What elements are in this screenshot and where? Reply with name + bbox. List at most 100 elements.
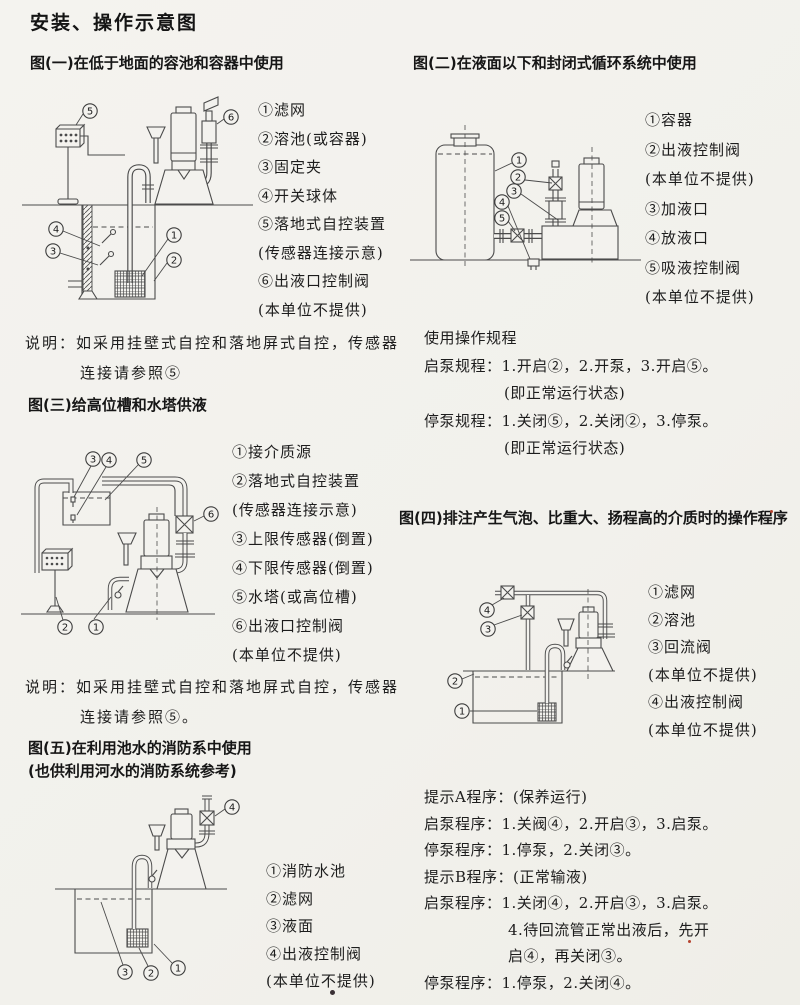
- svg-text:2: 2: [148, 969, 154, 980]
- suction-pipe: [127, 164, 154, 283]
- marker-1: 1: [170, 960, 186, 976]
- sensor-plugs: [99, 228, 117, 266]
- legend-item: ③上限传感器(倒置): [232, 530, 374, 548]
- legend-item: (本单位不提供): [232, 646, 342, 664]
- return-valve: [520, 605, 535, 620]
- procedure-line: 启泵程序：1.关阀④，2.开启③，3.启泵。: [424, 814, 718, 833]
- filler-assembly: [545, 160, 566, 226]
- pump: [557, 589, 614, 679]
- elevated-tank: [62, 491, 111, 526]
- marker-3: 3: [117, 964, 133, 980]
- riser-pipe: [34, 478, 74, 573]
- procedure-line: 提示A程序：(保养运行): [424, 788, 588, 806]
- suction-pipe: [131, 854, 153, 929]
- svg-text:6: 6: [208, 510, 214, 521]
- marker-1: 1: [511, 152, 527, 168]
- page-title: 安装、操作示意图: [30, 12, 199, 34]
- figure1-legend: ①滤网 ②溶池(或容器) ③固定夹 ④开关球体 ⑤落地式自控装置 (传感器连接示…: [258, 96, 386, 324]
- svg-text:5: 5: [141, 456, 147, 467]
- svg-text:1: 1: [171, 231, 177, 242]
- sensor-wire: [80, 135, 125, 156]
- legend-item: ①容器: [645, 111, 694, 129]
- marker-3: 3: [480, 621, 496, 637]
- figure3-note: 说明：如采用挂壁式自控和落地屏式自控，传感器 连接请参照⑤。: [25, 672, 399, 732]
- legend-item: ②溶池(或容器): [258, 129, 368, 148]
- marker-1: 1: [166, 227, 182, 243]
- outlet-valve: [175, 515, 194, 534]
- pump: [146, 106, 214, 205]
- legend-item: ③固定夹: [258, 158, 323, 176]
- procedure-line: 启④，再关闭③。: [508, 947, 633, 965]
- legend-item: ②溶池: [648, 610, 697, 629]
- rule-line: 停泵规程：1.关闭⑤，2.关闭②，3.停泵。: [424, 411, 718, 430]
- svg-text:2: 2: [452, 677, 458, 688]
- legend-item: ①滤网: [648, 583, 697, 601]
- rule-line: (即正常运行状态): [504, 384, 626, 402]
- container-tank: [435, 125, 495, 267]
- figure5-caption-line1: 图(五)在利用池水的消防系中使用: [28, 739, 252, 757]
- figure4-procedures: 提示A程序：(保养运行) 启泵程序：1.关阀④，2.开启③，3.启泵。 停泵程序…: [424, 784, 718, 996]
- figure3-caption: 图(三)给高位槽和水塔供液: [28, 396, 207, 414]
- marker-3: 3: [506, 183, 522, 199]
- svg-text:4: 4: [229, 803, 235, 814]
- svg-text:4: 4: [106, 456, 112, 467]
- marker-2: 2: [447, 673, 463, 689]
- marker-2: 2: [143, 965, 159, 981]
- figure3-diagram: 3 4 5 6 2 1: [21, 451, 219, 635]
- svg-text:3: 3: [50, 247, 56, 258]
- svg-text:3: 3: [122, 968, 128, 979]
- legend-item: (本单位不提供): [258, 300, 368, 319]
- marker-6: 6: [203, 506, 219, 522]
- pump-base-box: [541, 225, 619, 260]
- svg-text:6: 6: [228, 113, 234, 124]
- marker-2: 2: [166, 252, 182, 268]
- legend-item: ⑥出液口控制阀: [232, 617, 345, 635]
- marker-1: 1: [88, 619, 104, 635]
- marker-2: 2: [57, 619, 73, 635]
- svg-text:2: 2: [515, 173, 521, 184]
- svg-text:3: 3: [511, 187, 517, 198]
- suction-control-valve: [510, 228, 525, 243]
- svg-text:5: 5: [87, 107, 93, 118]
- svg-text:4: 4: [484, 606, 490, 617]
- note-line: 连接请参照⑤。: [80, 708, 200, 726]
- legend-item: ④下限传感器(倒置): [232, 559, 374, 577]
- outlet-valve: [201, 96, 219, 144]
- figure1-diagram: 5 6 4 3 1 2: [22, 96, 253, 300]
- legend-item: ①消防水池: [266, 862, 347, 880]
- procedure-line: 停泵程序：1.停泵，2.关闭③。: [424, 841, 641, 859]
- fire-pool: [74, 889, 153, 954]
- svg-text:2: 2: [171, 256, 177, 267]
- svg-text:1: 1: [93, 623, 99, 634]
- floor-controller: [55, 123, 86, 205]
- legend-item: ⑤水塔(或高位槽): [232, 588, 358, 606]
- outlet-control-valve: [500, 585, 515, 600]
- pump: [117, 507, 189, 620]
- legend-item: (本单位不提供): [645, 170, 755, 188]
- svg-text:3: 3: [90, 455, 96, 466]
- pump: [148, 808, 207, 890]
- drain-port: [527, 258, 540, 270]
- svg-text:1: 1: [459, 707, 465, 718]
- figure2-legend: ①容器 ②出液控制阀 (本单位不提供) ③加液口 ④放液口 ⑤吸液控制阀 (本单…: [645, 106, 755, 313]
- procedure-line: 启泵程序：1.关闭④，2.开启③，3.启泵。: [424, 894, 718, 912]
- figure4-caption: 图(四)排注产生气泡、比重大、扬程高的介质时的操作程序: [399, 509, 788, 527]
- marker-4: 4: [479, 602, 495, 618]
- scan-speck: [770, 510, 773, 513]
- note-line: 说明：如采用挂壁式自控和落地屏式自控，传感器: [25, 334, 400, 352]
- marker-6: 6: [223, 109, 239, 125]
- figure5-diagram: 4 3 2 1: [55, 795, 240, 981]
- filter-mesh: [126, 928, 149, 948]
- legend-item: ①滤网: [258, 101, 307, 119]
- floor-controller: [41, 547, 74, 613]
- operating-rules: 使用操作规程 启泵规程：1.开启②，2.开泵，3.开启⑤。 (即正常运行状态) …: [424, 325, 718, 463]
- legend-item: ②滤网: [266, 889, 315, 908]
- figure1-note: 说明：如采用挂壁式自控和落地屏式自控，传感器 连接请参照⑤: [25, 328, 399, 388]
- svg-text:2: 2: [62, 623, 68, 634]
- legend-item: ④出液控制阀: [648, 693, 745, 711]
- figure5-legend: ①消防水池 ②滤网 ③液面 ④出液控制阀 (本单位不提供): [266, 858, 376, 996]
- legend-item: ②出液控制阀: [645, 140, 742, 159]
- underground-tank: [68, 205, 156, 300]
- inlet-pipe: [107, 576, 129, 610]
- figure5-caption: 图(五)在利用池水的消防系中使用 (也供利用河水的消防系统参考): [28, 737, 252, 783]
